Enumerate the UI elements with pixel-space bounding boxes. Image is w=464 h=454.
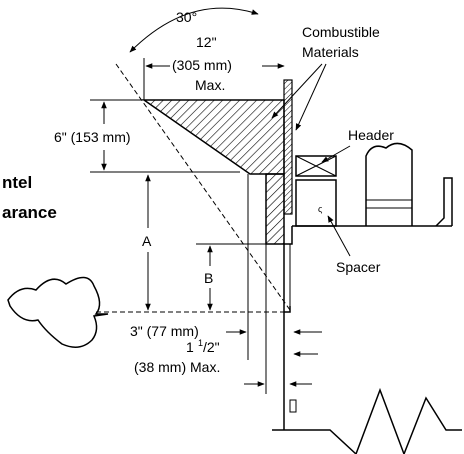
dim-b-label: B xyxy=(204,270,213,286)
title-line-2: arance xyxy=(2,203,57,222)
spacer-leader xyxy=(327,215,351,257)
header-cross xyxy=(295,155,337,177)
header-box xyxy=(295,155,337,177)
right-box xyxy=(435,177,453,227)
hearth-blob xyxy=(7,276,109,348)
fireplace-opening-mark xyxy=(289,399,297,413)
materials-label: Materials xyxy=(302,44,359,60)
mantel-shelf xyxy=(141,99,285,175)
top-width-mm-label: (305 mm) xyxy=(172,57,232,73)
header-leader xyxy=(321,145,351,163)
break-line xyxy=(272,387,462,454)
one-half-mm-label: (38 mm) Max. xyxy=(134,359,220,375)
angle-arc xyxy=(129,7,259,53)
chimney-pipe xyxy=(365,142,413,226)
combustible-leader-2 xyxy=(295,63,327,131)
three-in-label: 3" (77 mm) xyxy=(130,323,199,339)
mantel-leg xyxy=(265,173,285,245)
one-half-whole: 1 xyxy=(186,339,194,355)
spacer-label: Spacer xyxy=(336,259,381,275)
combustible-label: Combustible xyxy=(302,24,380,40)
combustible-wall xyxy=(283,79,293,215)
title-line-1: ntel xyxy=(2,173,32,192)
top-width-max-label: Max. xyxy=(195,77,225,93)
one-half-den: /2" xyxy=(203,339,220,355)
spacer-squiggle: ς xyxy=(318,204,323,214)
hearth-tick xyxy=(284,306,291,313)
top-width-label: 12" xyxy=(196,34,217,50)
angle-label: 30° xyxy=(176,9,197,25)
header-label: Header xyxy=(348,127,394,143)
one-half-num: 1 xyxy=(198,338,203,348)
angle-dashed-line xyxy=(115,63,291,311)
dim-a-label: A xyxy=(142,233,152,249)
fireplace-front xyxy=(284,226,293,245)
depth-label: 6" (153 mm) xyxy=(54,129,131,145)
